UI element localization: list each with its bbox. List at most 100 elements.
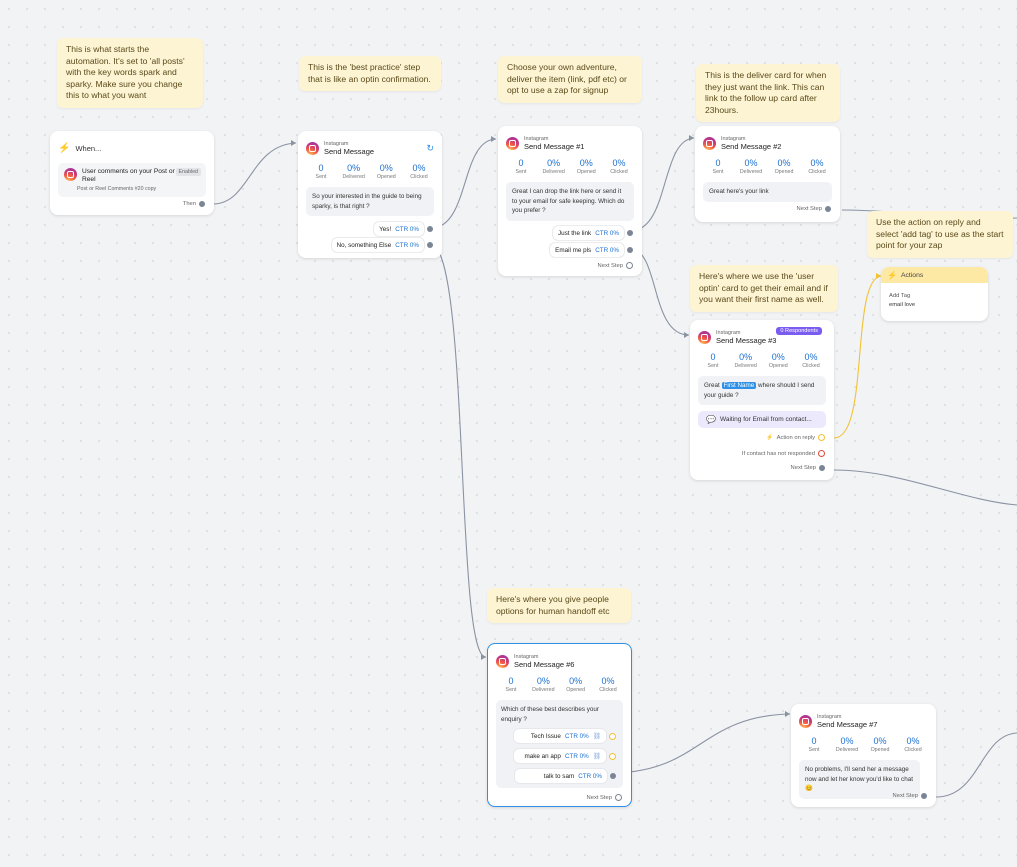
not-responded-connector[interactable] xyxy=(818,450,825,457)
stat-delivered: 0%Delivered xyxy=(342,163,365,180)
trigger-title: When... xyxy=(75,143,102,153)
lightning-icon: ⚡ xyxy=(58,142,71,154)
button-connector[interactable] xyxy=(609,732,616,740)
stat-clicked: 0%Clicked xyxy=(410,163,428,180)
lightning-icon: ⚡ xyxy=(887,270,897,280)
actions-title: Actions xyxy=(900,271,924,279)
send-message-3-card[interactable]: Instagram Send Message #3 0 Respondents … xyxy=(690,320,834,480)
next-step-connector[interactable] xyxy=(825,206,831,212)
stat-clicked: 0%Clicked xyxy=(610,158,628,175)
stat-opened: 0%Opened xyxy=(870,736,890,753)
stat-opened: 0%Opened xyxy=(376,163,396,180)
next-step-connector[interactable] xyxy=(921,793,927,799)
actions-card[interactable]: ⚡ Actions Add Tag email love xyxy=(881,267,988,321)
instagram-icon xyxy=(506,136,519,150)
stat-delivered: 0%Delivered xyxy=(532,676,555,693)
platform-label: Instagram xyxy=(716,330,741,336)
stat-opened: 0%Opened xyxy=(566,676,586,693)
next-step-label: Next Step xyxy=(892,793,918,799)
first-name-token: First Name xyxy=(721,382,757,389)
note-adventure[interactable]: Choose your own adventure, deliver the i… xyxy=(498,56,642,103)
message-text[interactable]: Great I can drop the link here or send i… xyxy=(506,182,634,221)
chat-bubble-icon: 💬 xyxy=(706,415,716,424)
message-text[interactable]: Great First Name where should I send you… xyxy=(698,376,826,405)
stat-delivered: 0%Delivered xyxy=(734,352,757,369)
button-connector[interactable] xyxy=(627,230,633,236)
waiting-for-email[interactable]: 💬 Waiting for Email from contact... xyxy=(698,411,826,428)
message-text[interactable]: So your interested in the guide to being… xyxy=(306,187,434,216)
actions-header: ⚡ Actions xyxy=(881,267,988,283)
status-badge: Enabled xyxy=(175,168,201,176)
instagram-icon xyxy=(799,714,812,728)
message-text[interactable]: Which of these best describes your enqui… xyxy=(501,706,599,723)
next-step-connector[interactable] xyxy=(615,794,622,801)
note-start[interactable]: This is what starts the automation. It's… xyxy=(57,38,203,108)
action-item-value[interactable]: email love xyxy=(889,302,916,308)
refresh-icon[interactable]: ↻ xyxy=(426,142,434,153)
stat-delivered: 0%Delivered xyxy=(835,736,859,753)
stat-clicked: 0%Clicked xyxy=(599,676,617,693)
platform-label: Instagram xyxy=(817,714,842,720)
stat-clicked: 0%Clicked xyxy=(904,736,922,753)
card-title: Send Message xyxy=(324,147,375,156)
stat-delivered: 0%Delivered xyxy=(739,158,763,175)
platform-label: Instagram xyxy=(514,654,539,660)
stat-clicked: 0%Clicked xyxy=(808,158,826,175)
not-responded-label: If contact has not responded xyxy=(741,450,815,457)
link-icon: ⛓ xyxy=(592,753,601,760)
action-item-label: Add Tag xyxy=(889,293,911,299)
instagram-icon xyxy=(64,168,77,181)
respondents-badge[interactable]: 0 Respondents xyxy=(776,327,822,335)
trigger-card[interactable]: ⚡ When... User comments on your Post or … xyxy=(50,131,214,215)
note-handoff[interactable]: Here's where you give people options for… xyxy=(487,588,631,623)
action-on-reply-connector[interactable] xyxy=(818,434,825,441)
next-step-connector[interactable] xyxy=(819,465,825,471)
platform-label: Instagram xyxy=(721,136,746,142)
stat-opened: 0%Opened xyxy=(768,352,788,369)
button-connector[interactable] xyxy=(610,773,616,779)
instagram-icon xyxy=(698,330,711,344)
stat-opened: 0%Opened xyxy=(576,158,596,175)
button-connector[interactable] xyxy=(427,242,433,248)
message-text[interactable]: No problems, I'll send her a message now… xyxy=(799,760,920,799)
button-connector[interactable] xyxy=(427,226,433,232)
card-title: Send Message #6 xyxy=(514,660,575,669)
reply-button-yes[interactable]: Yes!CTR 0% xyxy=(374,222,424,236)
trigger-item[interactable]: User comments on your Post or Reel Enabl… xyxy=(58,163,206,197)
note-optin[interactable]: Here's where we use the 'user optin' car… xyxy=(690,265,838,312)
button-connector[interactable] xyxy=(627,247,633,253)
button-connector[interactable] xyxy=(609,752,616,760)
next-step-connector[interactable] xyxy=(626,262,633,269)
link-icon: ⛓ xyxy=(592,733,601,740)
instagram-icon xyxy=(496,654,509,668)
instagram-icon xyxy=(703,136,716,150)
next-step-label: Next Step xyxy=(790,465,816,471)
card-title: Send Message #7 xyxy=(817,720,878,729)
card-title: Send Message #3 xyxy=(716,336,777,345)
note-add-tag[interactable]: Use the action on reply and select 'add … xyxy=(867,211,1013,258)
note-deliver[interactable]: This is the deliver card for when they j… xyxy=(696,64,840,122)
next-step-label: Next Step xyxy=(796,206,822,212)
note-best-practice[interactable]: This is the 'best practice' step that is… xyxy=(299,56,441,91)
stat-clicked: 0%Clicked xyxy=(802,352,820,369)
then-connector[interactable] xyxy=(199,201,205,207)
platform-label: Instagram xyxy=(324,141,349,147)
message-text[interactable]: Great here's your link xyxy=(703,182,832,202)
